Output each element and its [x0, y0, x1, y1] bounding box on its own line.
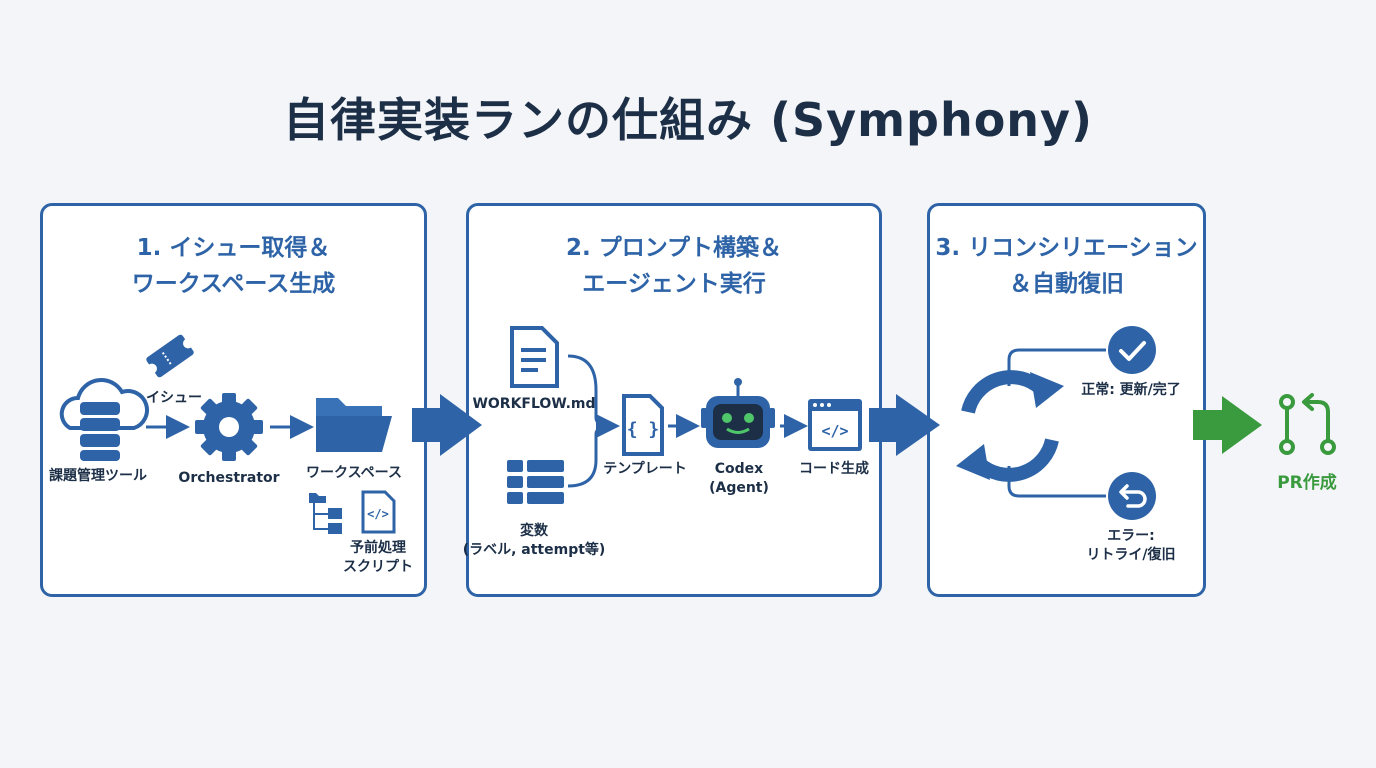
folder-tree-icon	[309, 493, 342, 534]
connector-variables-template	[567, 424, 615, 488]
normal-label: 正常: 更新/完了	[1081, 382, 1181, 398]
panel-2-title: 2. プロンプト構築＆ エージェント実行	[565, 235, 783, 297]
preprocess-label: 予前処理 スクリプト	[343, 540, 413, 575]
pr-label: PR作成	[1277, 473, 1337, 493]
svg-text:</>: </>	[367, 507, 389, 521]
page-title: 自律実装ランの仕組み (Symphony)	[282, 93, 1094, 147]
code-window-icon: </>	[808, 399, 862, 451]
robot-icon	[701, 378, 775, 448]
pull-request-icon	[1279, 393, 1336, 455]
variables-label: 変数 (ラベル, attempt等)	[462, 523, 606, 558]
workspace-label: ワークスペース	[306, 465, 402, 481]
codegen-label: コード生成	[799, 461, 869, 477]
error-label: エラー: リトライ/復旧	[1086, 528, 1176, 563]
braces-file-icon: { }	[622, 394, 664, 456]
connector-cycle-error	[1007, 466, 1106, 498]
check-circle-icon	[1108, 326, 1156, 374]
orchestrator-label: Orchestrator	[178, 470, 280, 486]
list-icon	[507, 460, 564, 504]
svg-text:</>: </>	[821, 422, 848, 440]
folder-icon	[316, 398, 392, 452]
connector-workflow-template	[567, 354, 620, 438]
stage-arrow-final	[1193, 396, 1262, 454]
stage-arrow-1	[412, 394, 482, 456]
code-file-icon: </>	[361, 490, 396, 534]
codex-label: Codex (Agent)	[709, 461, 769, 496]
panel-3-title: 3. リコンシリエーション ＆自動復旧	[935, 235, 1198, 297]
gear-icon	[195, 393, 263, 461]
panel-1-title: 1. イシュー取得＆ ワークスペース生成	[131, 235, 336, 297]
issue-label: イシュー	[146, 390, 202, 406]
undo-circle-icon	[1108, 472, 1156, 520]
refresh-cycle-icon	[956, 370, 1064, 482]
template-label: テンプレート	[603, 461, 687, 477]
tracker-label: 課題管理ツール	[49, 468, 147, 484]
cloud-database-icon	[59, 378, 149, 461]
ticket-icon	[146, 334, 194, 378]
stage-arrow-2	[869, 394, 940, 456]
document-icon	[510, 326, 559, 388]
workflow-label: WORKFLOW.md	[472, 396, 596, 412]
svg-text:{ }: { }	[627, 419, 660, 440]
connector-cycle-normal	[1007, 348, 1106, 386]
